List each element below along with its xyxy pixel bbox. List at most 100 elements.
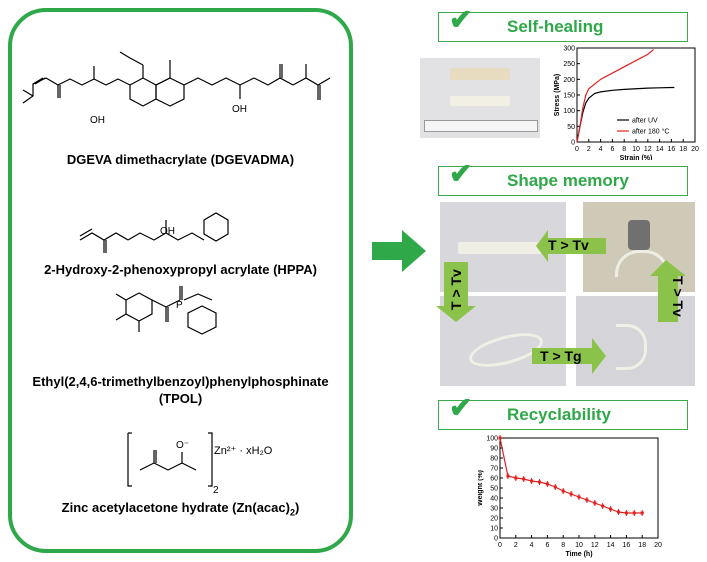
check-icon: ✔ [449, 4, 473, 35]
oh-label-3: OH [160, 226, 175, 237]
data-point [514, 476, 518, 480]
p-label: P [176, 300, 183, 311]
x-tick-label: 20 [691, 146, 699, 153]
data-point [585, 498, 589, 502]
arrow-label-2: T > Tv [448, 269, 464, 310]
zn-acac-structure [127, 432, 213, 487]
data-point [498, 436, 502, 440]
series-line-0 [576, 86, 675, 143]
self-healing-header: ✔ Self-healing [438, 4, 688, 42]
tpol-structure [115, 286, 217, 335]
arrow-label-1: T > Tv [548, 237, 589, 253]
y-tick-label: 150 [563, 93, 575, 100]
x-tick-label: 14 [607, 542, 615, 549]
data-point [553, 485, 557, 489]
shape-memory-arrows: T > Tv T > Tv T > Tg T > Tv [436, 230, 686, 374]
x-tick-label: 4 [530, 542, 534, 549]
legend-entry: after 180 °C [632, 128, 669, 136]
y-tick-label: 300 [563, 46, 575, 53]
subscript-2: 2 [213, 485, 219, 496]
data-point [617, 510, 620, 514]
series-line-0 [499, 437, 643, 514]
recyclability-header: ✔ Recyclability [438, 392, 688, 430]
x-tick-label: 12 [644, 146, 652, 153]
oh-label-2: OH [232, 104, 247, 115]
y-tick-label: 250 [563, 61, 575, 68]
data-point [593, 501, 597, 505]
x-tick-label: 14 [656, 146, 664, 153]
recyclability-title: Recyclability [507, 405, 611, 424]
big-green-arrow-icon [372, 230, 426, 272]
y-tick-label: 10 [490, 526, 498, 533]
arrow-right [532, 338, 606, 374]
series-line-1 [576, 49, 655, 143]
plot-frame [499, 437, 659, 539]
x-tick-label: 2 [514, 542, 518, 549]
y-tick-label: 0 [494, 536, 498, 543]
y-tick-label: 200 [563, 77, 575, 84]
y-tick-label: 70 [490, 466, 498, 473]
data-point [506, 474, 510, 478]
hppa-structure [79, 212, 229, 253]
check-icon: ✔ [449, 158, 473, 189]
y-tick-label: 50 [567, 124, 575, 131]
data-point [522, 477, 526, 481]
compound-name-hppa: 2-Hydroxy-2-phenoxypropyl acrylate (HPPA… [44, 262, 317, 277]
arrow-up [650, 260, 686, 322]
arrow-label-3: T > Tg [540, 348, 582, 364]
x-tick-label: 20 [654, 542, 662, 549]
x-tick-label: 2 [587, 146, 591, 153]
data-point [569, 492, 573, 496]
x-tick-label: 0 [498, 542, 502, 549]
data-point [577, 495, 581, 499]
data-point [624, 511, 628, 515]
x-tick-label: 12 [591, 542, 599, 549]
y-tick-label: 30 [490, 506, 498, 513]
y-tick-label: 40 [490, 496, 498, 503]
compound-name-dgevadma: DGEVA dimethacrylate (DGEVADMA) [66, 152, 295, 167]
data-point [561, 489, 565, 493]
y-tick-label: 20 [490, 516, 498, 523]
data-point [530, 479, 534, 483]
ruler [424, 120, 538, 132]
oh-label-1: OH [90, 115, 105, 126]
data-point [545, 482, 549, 486]
y-tick-label: 90 [490, 446, 498, 453]
x-tick-label: 8 [561, 542, 565, 549]
dgevadma-structure [22, 51, 331, 107]
compound-name-zn-acac: Zinc acetylacetone hydrate (Zn(acac)2) [61, 500, 300, 518]
shape-memory-title: Shape memory [507, 171, 629, 190]
legend-entry: after UV [632, 118, 658, 125]
arrow-label-4: T > Tv [670, 276, 686, 317]
y-tick-label: 60 [490, 476, 498, 483]
x-tick-label: 6 [610, 146, 614, 153]
x-tick-label: 4 [599, 146, 603, 153]
y-tick-label: 100 [563, 108, 575, 115]
zn-formula: Zn²⁺ · xH₂O [214, 445, 273, 457]
y-tick-label: 80 [490, 456, 498, 463]
self-healing-photo [420, 58, 540, 138]
x-tick-label: 6 [545, 542, 549, 549]
x-tick-label: 18 [679, 146, 687, 153]
y-tick-label: 0 [571, 140, 575, 147]
x-axis-label: Time (h) [565, 551, 592, 558]
y-axis-label: Weight (%) [478, 470, 484, 506]
y-tick-label: 100 [486, 436, 498, 443]
y-tick-label: 50 [490, 486, 498, 493]
data-point [601, 504, 605, 508]
x-tick-label: 10 [575, 542, 583, 549]
data-point [538, 480, 541, 484]
chemicals-panel [8, 8, 353, 553]
x-tick-label: 0 [575, 146, 579, 153]
data-point [640, 511, 644, 515]
data-point [632, 511, 636, 515]
arrow-left-1 [536, 230, 606, 262]
arrow-down [436, 262, 476, 322]
x-tick-label: 8 [622, 146, 626, 153]
o-minus-label: O⁻ [176, 440, 189, 451]
self-healing-title: Self-healing [507, 17, 604, 36]
x-axis-label: Strain (%) [620, 155, 653, 160]
chemical-structures: OH OH OH P O⁻ Zn²⁺ · xH₂O 2 [22, 51, 331, 496]
